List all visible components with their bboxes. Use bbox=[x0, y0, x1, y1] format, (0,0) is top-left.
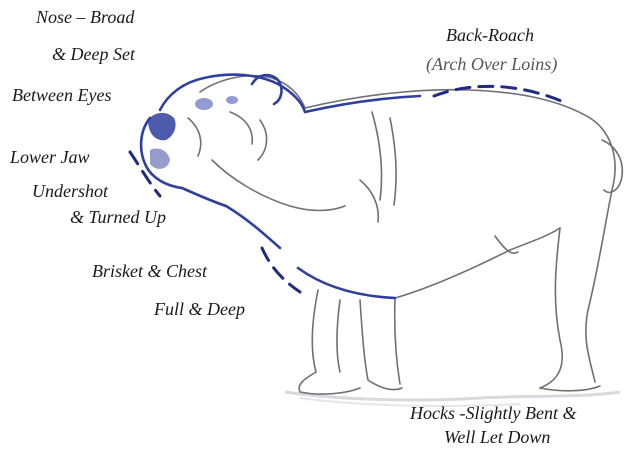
eye-shading bbox=[195, 96, 238, 110]
jaw-label-line2: Undershot bbox=[32, 182, 108, 200]
jaw-label-line3: & Turned Up bbox=[70, 208, 166, 226]
nose-label-line1: Nose – Broad bbox=[36, 8, 134, 26]
brisket-dash bbox=[262, 248, 300, 292]
hocks-label-line2: Well Let Down bbox=[444, 428, 550, 446]
brisket-label-line1: Brisket & Chest bbox=[92, 262, 207, 280]
back-label-line1: Back-Roach bbox=[446, 26, 534, 44]
nose-label-line2: & Deep Set bbox=[52, 45, 135, 63]
body-sketch bbox=[188, 76, 622, 394]
brisket-label-line2: Full & Deep bbox=[154, 300, 245, 318]
nose-label-line3: Between Eyes bbox=[12, 86, 111, 104]
hocks-label-line1: Hocks -Slightly Bent & bbox=[410, 404, 576, 422]
back-label-line2: (Arch Over Loins) bbox=[426, 55, 557, 73]
face-shading bbox=[148, 113, 176, 169]
jaw-label-line1: Lower Jaw bbox=[10, 148, 90, 166]
